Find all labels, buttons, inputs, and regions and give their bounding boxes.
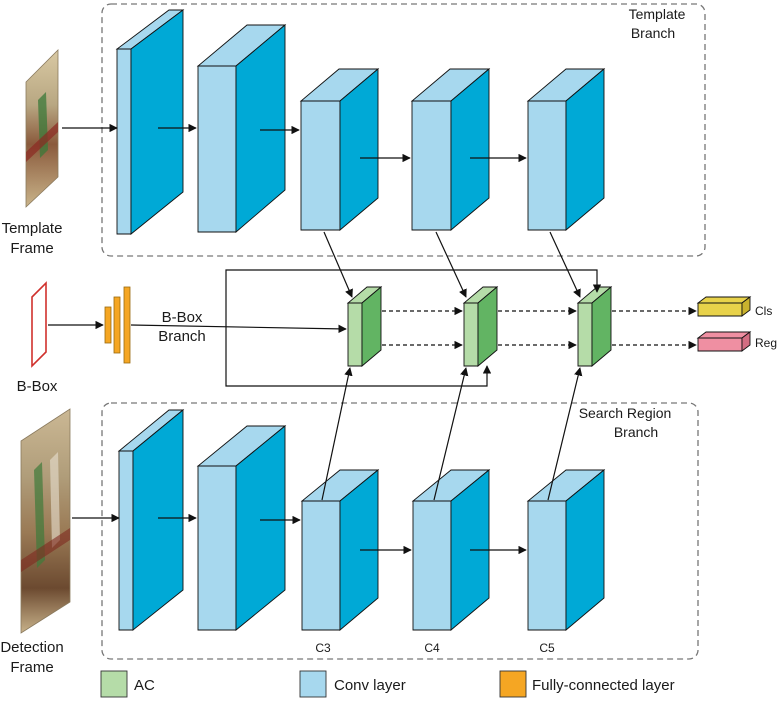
legend: AC Conv layer Fully-connected layer (100, 670, 675, 698)
search-conv-2 (196, 425, 287, 631)
detection-frame-image (20, 408, 71, 634)
layer-label-c4: C4 (424, 641, 440, 655)
layer-label-c3: C3 (315, 641, 331, 655)
fc-layer-1 (104, 306, 112, 344)
detection-frame-label-line2: Frame (10, 659, 53, 676)
bbox-input-shape (31, 281, 47, 368)
legend-fc-label: Fully-connected layer (532, 677, 675, 694)
template-frame-label-line1: Template (2, 220, 63, 237)
template-branch-title-line1: Template (629, 6, 686, 22)
template-branch-title-line2: Branch (631, 25, 675, 41)
template-conv-2 (196, 24, 287, 233)
legend-ac-swatch (100, 670, 128, 698)
template-conv-5 (526, 68, 606, 231)
reg-output-block (696, 331, 752, 352)
bbox-branch-title-line2: Branch (158, 328, 206, 345)
template-frame-label-line2: Frame (10, 240, 53, 257)
search-branch-title-line2: Branch (614, 424, 658, 440)
template-frame-image (25, 49, 59, 208)
legend-ac-label: AC (134, 677, 155, 694)
template-conv-1 (115, 9, 185, 235)
search-branch-title-line1: Search Region (579, 405, 672, 421)
cls-output-label: Cls (755, 304, 772, 318)
search-conv-3 (300, 469, 380, 631)
template-branch-box (101, 3, 706, 257)
search-conv-1 (117, 409, 185, 631)
ac-module-2 (462, 286, 499, 367)
reg-output-label: Reg (755, 336, 777, 350)
ac-module-1 (346, 286, 383, 367)
legend-fc-swatch (499, 670, 527, 698)
bbox-branch-title-line1: B-Box (162, 309, 203, 326)
legend-conv-label: Conv layer (334, 677, 406, 694)
template-conv-4 (410, 68, 491, 231)
legend-conv-swatch (299, 670, 327, 698)
fc-layer-2 (113, 296, 121, 354)
bbox-input-label: B-Box (17, 378, 58, 395)
fc-layer-3 (123, 286, 131, 364)
detection-frame-label-line1: Detection (0, 639, 63, 656)
search-conv-5 (526, 469, 606, 631)
arrows (48, 123, 602, 555)
layer-label-c5: C5 (539, 641, 555, 655)
template-conv-3 (299, 68, 380, 231)
cls-output-block (696, 296, 752, 317)
ac-module-3 (576, 286, 613, 367)
dashed-arrows (382, 306, 697, 350)
search-branch-box (101, 402, 699, 660)
